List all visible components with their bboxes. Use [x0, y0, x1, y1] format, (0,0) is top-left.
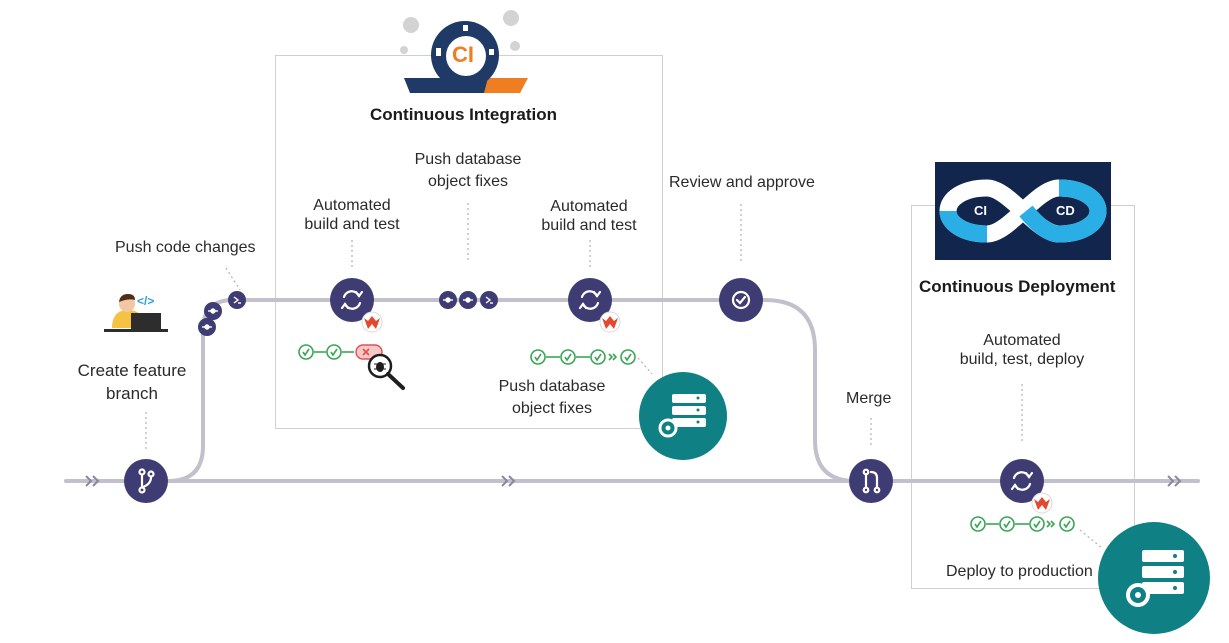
label-review-approve: Review and approve: [669, 174, 815, 191]
bug-search-icon: [367, 353, 405, 390]
label-automated-2a: Automated: [550, 198, 628, 215]
developer-icon: </>: [104, 294, 168, 332]
node-build-2: [568, 278, 612, 322]
label-push-db-top-1: Push database: [414, 151, 522, 168]
leader-db-server-2: [1079, 529, 1103, 549]
cd-section-title: Continuous Deployment: [919, 277, 1116, 296]
label-push-code-changes: Push code changes: [115, 239, 256, 256]
label-merge: Merge: [846, 390, 892, 407]
feature-track: [166, 298, 857, 483]
label-create-feature-1: Create feature: [77, 361, 187, 380]
leader-db-server-1: [637, 357, 653, 375]
status-checks-cd: [970, 516, 1075, 532]
label-create-feature-2: branch: [106, 384, 158, 403]
node-merge: [849, 459, 893, 503]
merge-request-icon: [862, 468, 881, 494]
cicd-infinity-logo: [935, 162, 1111, 260]
cicd-left-text: CI: [974, 203, 987, 218]
sync-icon: [578, 290, 602, 310]
gitlab-fox-icon: [599, 311, 621, 333]
node-review: [719, 278, 763, 322]
label-build-deploy-1: Automated: [983, 332, 1061, 349]
ci-badge-text: CI: [452, 42, 474, 67]
status-checks-ci-2: [530, 349, 636, 365]
git-branch-icon: [138, 468, 155, 494]
leader-push-code: [225, 267, 241, 291]
label-push-db-bottom-2: object fixes: [511, 400, 593, 417]
label-automated-2b: build and test: [541, 217, 637, 234]
svg-text:</>: </>: [137, 294, 154, 308]
database-server-icon: [639, 372, 727, 460]
label-build-deploy-2: build, test, deploy: [959, 351, 1085, 368]
approve-check-icon: [731, 290, 751, 310]
flow-chevrons: [85, 475, 1182, 487]
label-push-db-bottom-1: Push database: [498, 378, 606, 395]
label-deploy-production: Deploy to production: [946, 563, 1093, 580]
sync-icon: [340, 290, 364, 310]
node-branch: [124, 459, 168, 503]
gitlab-fox-icon: [361, 311, 383, 333]
node-deploy: [1000, 459, 1044, 503]
node-build-1: [330, 278, 374, 322]
label-automated-1a: Automated: [313, 197, 391, 214]
ci-badge-logo: [400, 10, 528, 93]
gitlab-fox-icon: [1031, 492, 1053, 514]
status-checks-ci-1: [298, 344, 354, 360]
label-push-db-top-2: object fixes: [427, 173, 509, 190]
sync-icon: [1010, 471, 1034, 491]
ci-section-title: Continuous Integration: [370, 105, 557, 124]
production-server-icon: [1098, 522, 1210, 634]
label-automated-1b: build and test: [304, 216, 400, 233]
cicd-right-text: CD: [1056, 203, 1075, 218]
